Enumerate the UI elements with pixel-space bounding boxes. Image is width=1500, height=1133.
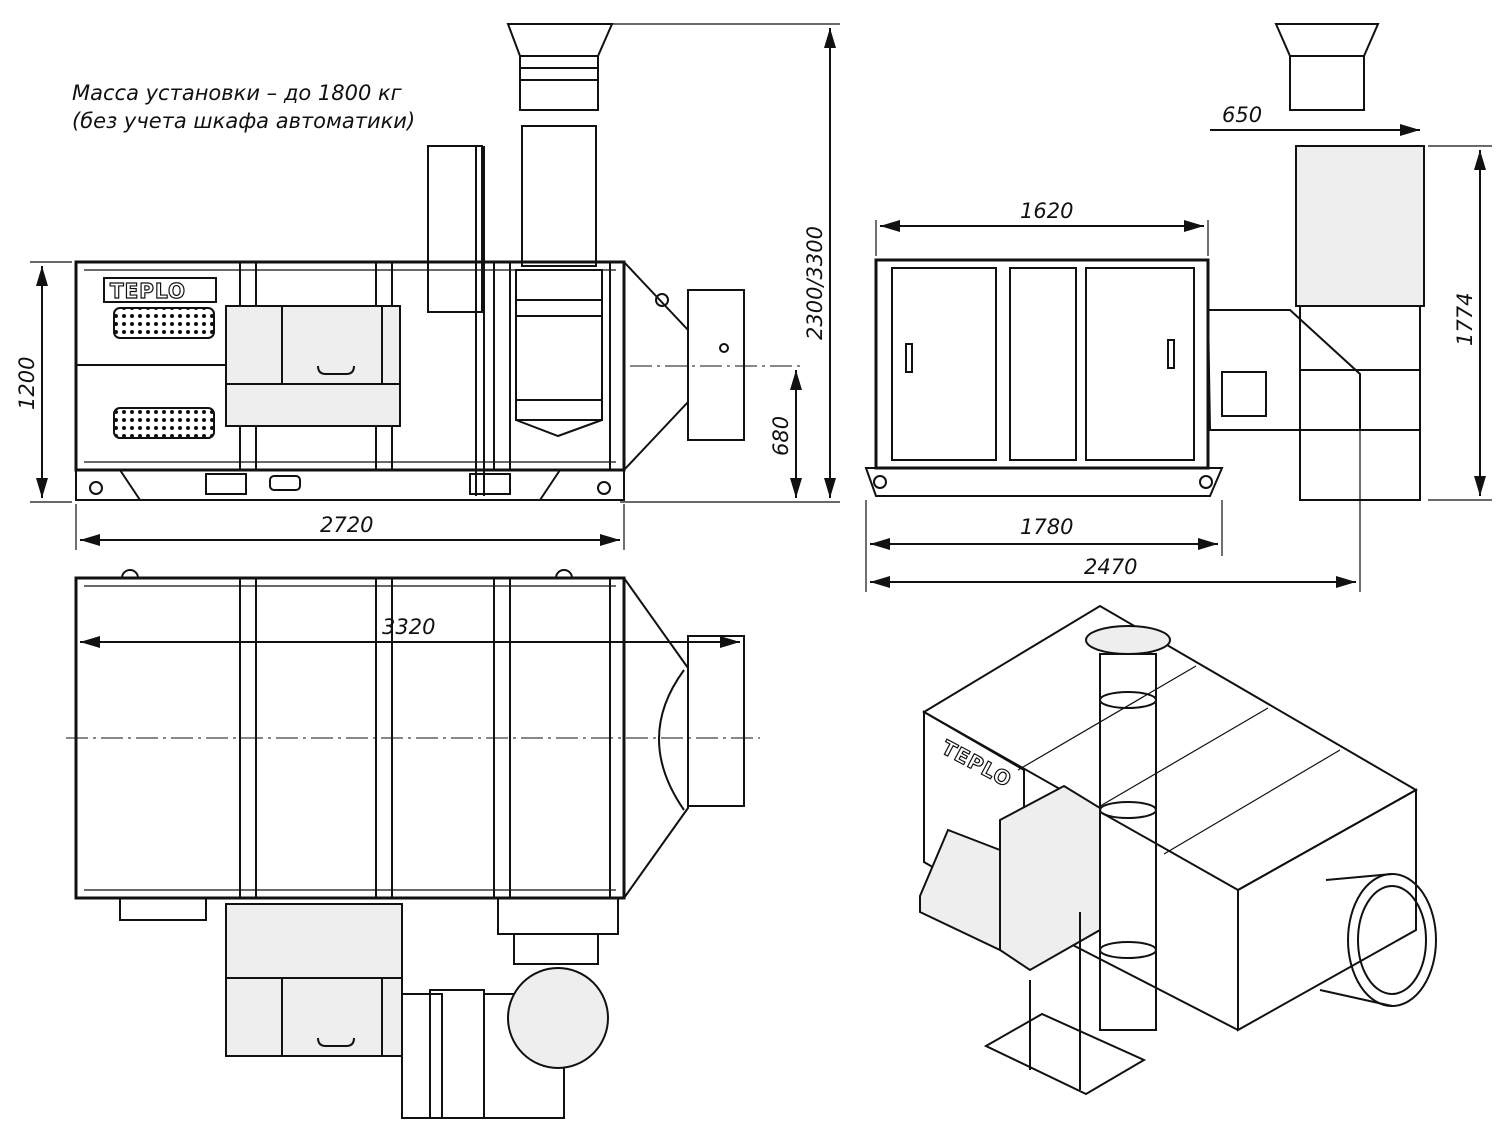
dim-1620: 1620 <box>1020 199 1073 223</box>
outlet-flange <box>687 289 745 441</box>
mass-note: Масса установки – до 1800 кг (без учета … <box>72 81 415 133</box>
front-logo-plate <box>103 277 217 303</box>
dim-680: 680 <box>769 416 793 456</box>
side-body-frame <box>874 258 1210 470</box>
side-chimney-cap <box>1274 23 1380 57</box>
dim-1780: 1780 <box>1020 515 1073 539</box>
top-chimney-circle <box>507 967 609 1069</box>
top-view: 3320 <box>66 569 760 1119</box>
dim-650: 650 <box>1222 103 1262 127</box>
iso-front-face <box>1237 788 1417 1032</box>
side-cabinet <box>1295 145 1425 307</box>
dim-3320: 3320 <box>382 615 435 639</box>
dim-1200: 1200 <box>15 357 39 410</box>
front-base-frame <box>75 470 625 501</box>
burner-box <box>225 305 401 427</box>
front-view: TEPLO <box>15 23 840 550</box>
dim-2470: 2470 <box>1084 555 1137 579</box>
side-base <box>864 467 1224 497</box>
iso-chimney-pipe <box>1099 653 1157 1031</box>
upper-grille <box>113 307 215 339</box>
mass-note-line1: Масса установки – до 1800 кг <box>72 81 403 105</box>
dim-2300-3300: 2300/3300 <box>803 226 827 340</box>
iso-cabinet <box>999 784 1101 972</box>
mass-note-line2: (без учета шкафа автоматики) <box>72 109 415 133</box>
top-burner-box <box>225 903 403 1057</box>
chimney-cap <box>506 23 614 57</box>
dim-2720: 2720 <box>320 513 373 537</box>
side-view: 1620 650 1774 1780 2470 <box>864 23 1492 592</box>
iso-top-face <box>922 604 1419 892</box>
iso-chimney-cap <box>1085 625 1171 655</box>
isometric-view: TEPLO <box>919 604 1437 1096</box>
front-logo: TEPLO <box>110 279 186 303</box>
fan-housing <box>427 145 483 313</box>
dim-1774: 1774 <box>1453 293 1477 346</box>
iso-stand-base <box>983 1012 1147 1096</box>
lower-grille <box>113 407 215 439</box>
iso-outlet-ring <box>1347 873 1437 1007</box>
chimney-pipe <box>521 125 597 267</box>
side-duct <box>1206 309 1361 431</box>
